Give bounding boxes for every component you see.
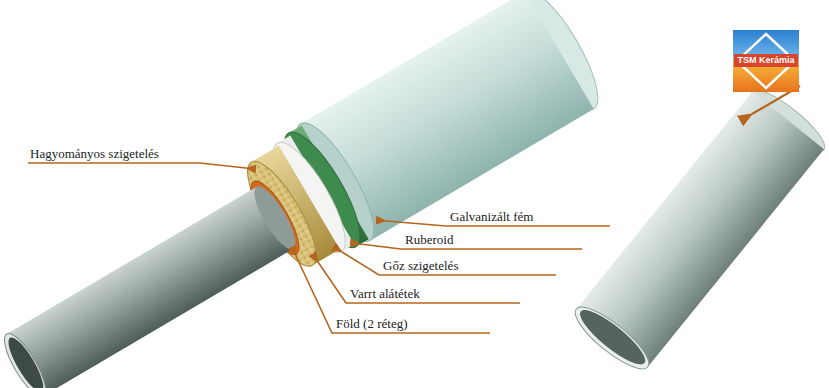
part-label: Ruberoid [405, 232, 453, 247]
leader-lines [28, 163, 610, 333]
logo-text: TSM Kerámia [733, 55, 799, 66]
insulated-pipe [0, 0, 611, 388]
part-label: Gőz szigetelés [383, 258, 458, 273]
part-label: Galvanizált fém [450, 209, 533, 224]
part-label: Föld (2 réteg) [336, 316, 407, 331]
logo [733, 30, 799, 92]
part-label: Hagyományos szigetelés [30, 146, 159, 161]
plain-pipe [568, 82, 829, 378]
part-label: Varrt alátétek [350, 286, 420, 301]
